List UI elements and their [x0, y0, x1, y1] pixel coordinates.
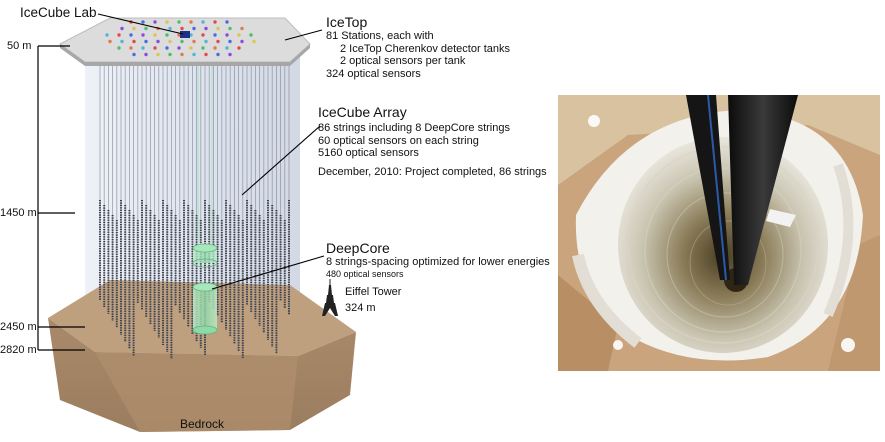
icecube-diagram: IceCube Lab 50 m 1450 m 2450 m 2820 m Ic…	[0, 5, 550, 432]
diagram-art	[37, 13, 356, 432]
icetop-heading: IceTop	[326, 14, 368, 30]
depth-label-2450: 2450 m	[0, 321, 37, 333]
icetop-line: 2 optical sensors per tank	[340, 55, 466, 68]
icetop-line: 2 IceTop Cherenkov detector tanks	[340, 42, 510, 55]
array-heading: IceCube Array	[318, 104, 407, 120]
eiffel-callout: Eiffel Tower 324 m	[345, 286, 401, 314]
array-callout: IceCube Array 86 strings including 8 Dee…	[318, 104, 547, 179]
icetop-surface	[59, 17, 311, 63]
icetop-callout: IceTop 81 Stations, each with 2 IceTop C…	[326, 14, 510, 81]
deepcore-callout: DeepCore 8 strings-spacing optimized for…	[326, 240, 550, 279]
bedrock-label: Bedrock	[180, 417, 225, 431]
eiffel-name: Eiffel Tower	[345, 286, 402, 298]
deepcore-heading: DeepCore	[326, 240, 390, 256]
eiffel-height: 324 m	[345, 301, 376, 314]
deepcore-line: 8 strings-spacing optimized for lower en…	[326, 256, 550, 269]
icecube-lab-label: IceCube Lab	[20, 5, 97, 20]
deepcore-pointer	[211, 255, 325, 290]
icetop-stations	[105, 20, 256, 57]
depth-scale	[37, 45, 85, 351]
icetop-edge	[60, 44, 310, 66]
array-line: 86 strings including 8 DeepCore strings	[318, 122, 510, 135]
icetop-line: 81 Stations, each with	[326, 30, 434, 43]
array-line: 5160 optical sensors	[318, 147, 419, 160]
array-pointer	[241, 125, 321, 196]
deepcore-cylinder	[192, 60, 218, 335]
array-note: December, 2010: Project completed, 86 st…	[318, 166, 547, 179]
depth-label-2820: 2820 m	[0, 344, 37, 356]
depth-label-1450: 1450 m	[0, 207, 37, 219]
lab-pointer	[97, 13, 184, 35]
depth-label-50: 50 m	[7, 40, 32, 52]
borehole-photo	[558, 95, 880, 371]
icetop-line: 324 optical sensors	[326, 68, 421, 81]
bedrock-front	[95, 352, 298, 432]
icetop-pointer	[284, 29, 323, 41]
array-line: 60 optical sensors on each string	[318, 134, 479, 147]
eiffel-tower-icon	[322, 279, 338, 316]
icecube-lab-building	[180, 31, 190, 38]
deepcore-line: 480 optical sensors	[326, 268, 404, 279]
